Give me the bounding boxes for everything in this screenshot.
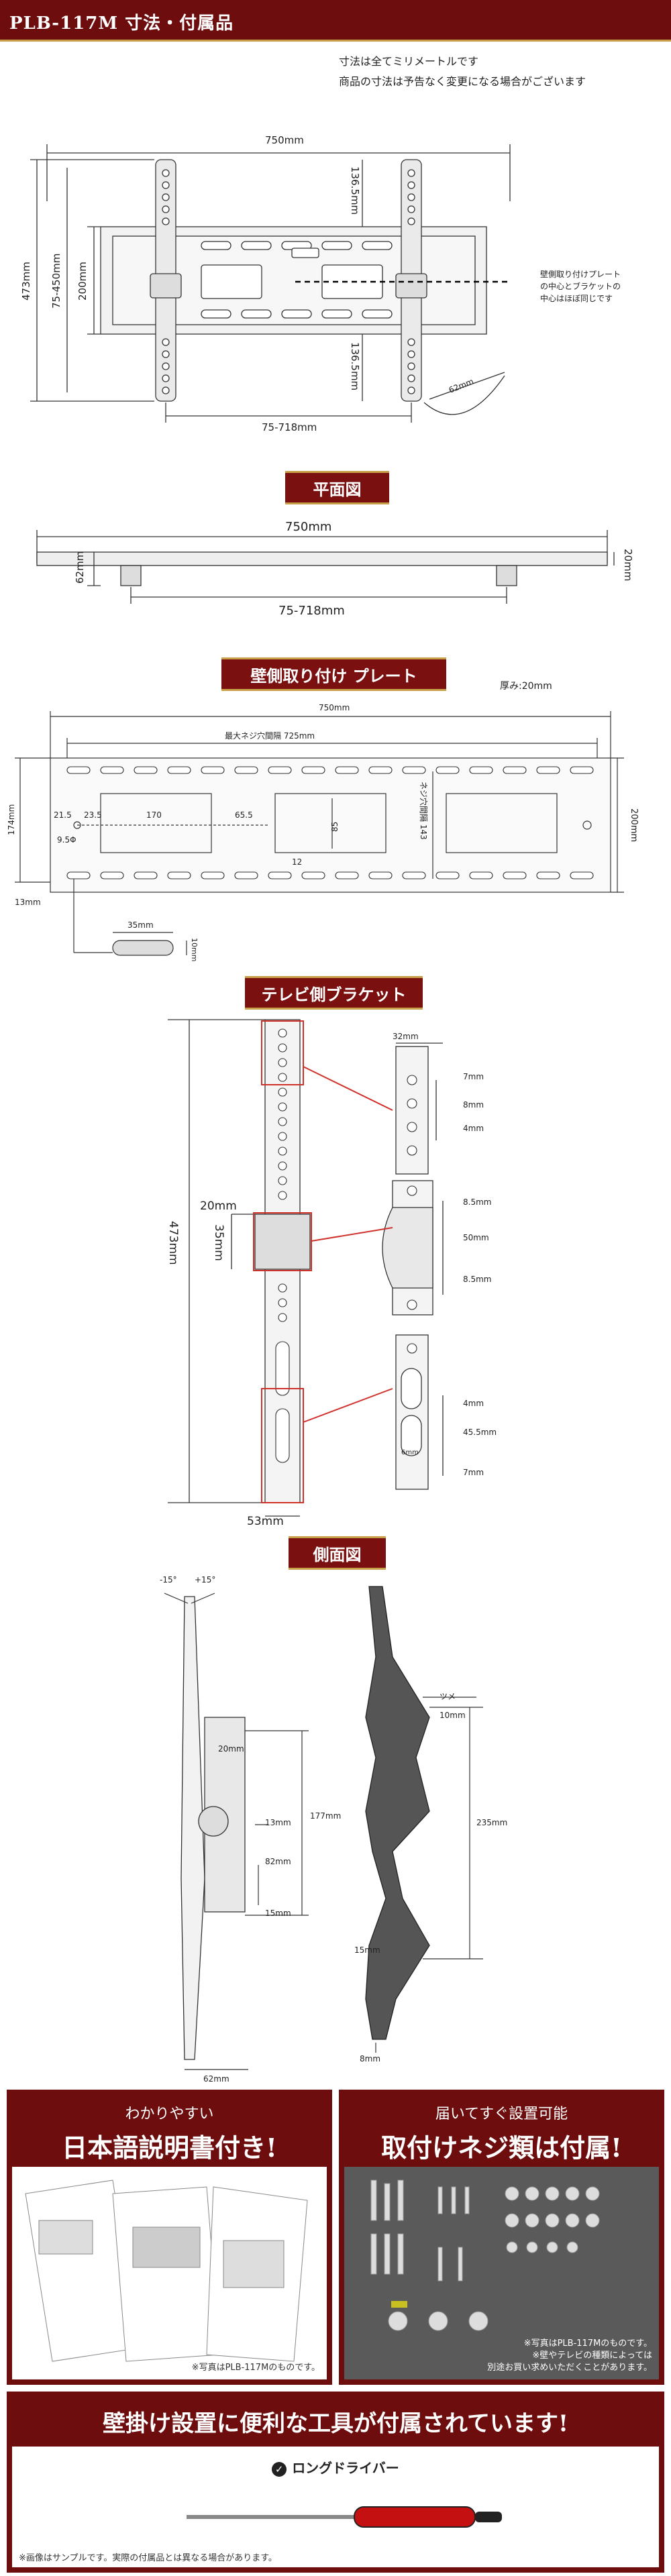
tvb-6mm-label: 6mm (401, 1449, 419, 1456)
manual-main: 日本語説明書付き! (62, 2133, 277, 2163)
screws-note-1: ※写真はPLB-117Mのものです。 (523, 2339, 652, 2349)
plan-view-title: 平面図 (285, 471, 389, 504)
note-spec-change: 商品の寸法は予告なく変更になる場合がございます (339, 75, 586, 88)
wp-max-pitch-label: 最大ネジ穴間隔 725mm (225, 731, 315, 741)
check-circle-icon: ✓ (272, 2462, 287, 2477)
tool-card: ✓ ロングドライバー ※画像はサンプルです。実際の付属品とは異なる場合があります。 (12, 2447, 659, 2567)
wp-d2-label: 23.5 (84, 810, 102, 820)
tvb-8mm-label: 8mm (463, 1100, 484, 1110)
callout-line-1: 壁側取り付けプレート (540, 270, 621, 279)
callout-line-3: 中心はほぼ同じです (540, 294, 613, 303)
manual-note: ※写真はPLB-117Mのものです。 (191, 2363, 320, 2373)
tvb-4mmb-label: 4mm (463, 1399, 484, 1408)
screws-note-3: 別途お買い求めいただくことがあります。 (487, 2363, 652, 2373)
sv-10mm-label: 10mm (440, 1711, 466, 1720)
sv-tilt-minus-label: -15° (160, 1575, 177, 1585)
screws-main: 取付けネジ類は付属! (381, 2133, 622, 2163)
manual-illustration (25, 2180, 308, 2362)
tv-bracket-title: テレビ側ブラケット (245, 976, 423, 1010)
screws-sub: 届いてすぐ設置可能 (435, 2106, 568, 2123)
sv-82mm-label: 82mm (265, 1857, 291, 1866)
wall-plate-drawing (15, 711, 624, 956)
note-units: 寸法は全てミリメートルです (339, 55, 479, 68)
sv-13mm-label: 13mm (265, 1818, 291, 1827)
sv-15mm-label: 15mm (265, 1909, 291, 1918)
wp-d4-label: 65.5 (235, 810, 253, 820)
side-view-title: 側面図 (289, 1536, 386, 1570)
tvb-85b-label: 8.5mm (463, 1275, 492, 1284)
screws-panel: 届いてすぐ設置可能 取付けネジ類は付属! ※写真はPLB-117Mのものです。 … (339, 2090, 664, 2385)
screws-note-2: ※壁やテレビの種類によっては (532, 2351, 652, 2361)
screws-illustration (370, 2180, 600, 2331)
tvb-50mm-label: 50mm (463, 1233, 489, 1242)
front-width-label: 750mm (265, 134, 304, 146)
wall-plate-thickness: 厚み:20mm (500, 681, 552, 692)
tvb-4mm-label: 4mm (463, 1124, 484, 1133)
plan-width-label: 750mm (285, 520, 332, 534)
wp-width-label: 750mm (319, 703, 350, 712)
tvb-side-w-label: 20mm (200, 1199, 237, 1213)
sv-claw-label: ツメ (440, 1692, 456, 1701)
sv-62mm-label: 62mm (203, 2074, 229, 2084)
page-header: PLB-117M 寸法・付属品 (0, 0, 671, 42)
footer-note: ※画像はサンプルです。実際の付属品とは異なる場合があります。 (19, 2553, 277, 2563)
sv-8mm-label: 8mm (360, 2054, 381, 2063)
plan-hrange-label: 75-718mm (278, 604, 345, 618)
tool-banner: 壁掛け設置に便利な工具が付属されています! (103, 2410, 568, 2437)
tvb-7mm-label: 7mm (463, 1072, 484, 1081)
wp-slot-w-label: 35mm (127, 920, 154, 930)
front-hrange-label: 75-718mm (262, 421, 317, 433)
wp-bottom-offset-label: 13mm (15, 898, 41, 907)
sv-235mm-label: 235mm (476, 1818, 508, 1827)
screwdriver-illustration (187, 2506, 502, 2528)
tool-name-text: ロングドライバー (292, 2460, 399, 2476)
manual-sub: わかりやすい (125, 2106, 214, 2123)
wp-d1-label: 21.5 (54, 810, 72, 820)
wp-d3-label: 170 (146, 810, 162, 820)
tool-panel: 壁掛け設置に便利な工具が付属されています! ✓ ロングドライバー ※画像はサンプル… (7, 2392, 664, 2573)
callout-line-2: の中心とブラケットの (540, 282, 621, 291)
page-title: PLB-117M 寸法・付属品 (9, 13, 234, 34)
tvb-455-label: 45.5mm (463, 1428, 497, 1437)
sv-20mm-label: 20mm (218, 1744, 244, 1754)
sv-177mm-label: 177mm (310, 1811, 342, 1821)
plan-view-drawing (36, 530, 615, 604)
side-view-drawing (164, 1586, 483, 2070)
tvb-85a-label: 8.5mm (463, 1197, 492, 1207)
tvb-top-w-label: 32mm (393, 1032, 419, 1041)
front-view-drawing (30, 144, 511, 423)
wall-plate-title: 壁側取り付け プレート (221, 657, 446, 691)
wp-hole-dia-label: 9.5Φ (57, 835, 76, 845)
tvb-7mmb-label: 7mm (463, 1468, 484, 1477)
manual-panel: わかりやすい 日本語説明書付き! ※写真はPLB-117Mのものです。 (7, 2090, 332, 2385)
tool-name: ✓ ロングドライバー (12, 2457, 659, 2477)
wp-d6-label: 12 (292, 857, 303, 867)
screws-photo-card: ※写真はPLB-117Mのものです。 ※壁やテレビの種類によっては 別途お買い求… (344, 2167, 659, 2379)
tv-bracket-drawing (168, 1019, 444, 1517)
tvb-bottom-w-label: 53mm (247, 1515, 284, 1528)
sv-15mmb-label: 15mm (354, 1945, 380, 1955)
manual-photo-card: ※写真はPLB-117Mのものです。 (12, 2167, 327, 2379)
sv-tilt-plus-label: +15° (195, 1575, 216, 1585)
